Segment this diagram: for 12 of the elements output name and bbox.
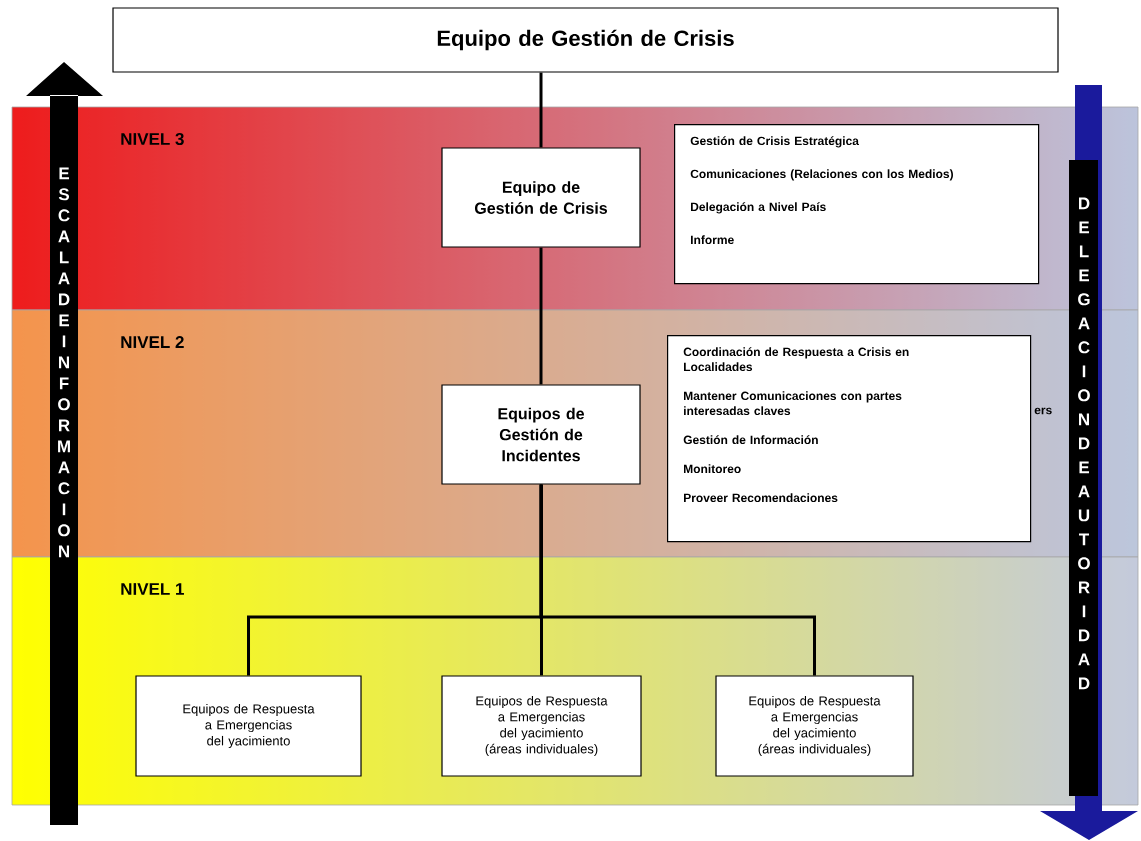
connector-line (539, 247, 543, 385)
connector-line (539, 484, 816, 676)
task-list-box: Gestión de Crisis Estratégica Comunicaciones (Relaciones con los Medios) Delegación a Nivel País Informe (674, 124, 1040, 285)
team-box: Equipos de Respuesta a Emergencias del yacimiento (áreas individuales) (715, 675, 914, 777)
partial-text: ers (1034, 407, 1052, 415)
team-box: Equipos de Gestión de Incidentes (441, 384, 641, 485)
task-list-box: Coordinación de Respuesta a Crisis en Localidades Mantener Comunicaciones con partes interesadas claves Gestión de Información Monitoreo Proveer Recomendaciones (667, 335, 1032, 543)
connector-line (539, 72, 543, 148)
team-box: Equipos de Respuesta a Emergencias del yacimiento (áreas individuales) (441, 675, 642, 777)
team-box: Equipo de Gestión de Crisis (441, 147, 641, 248)
title-box: Equipo de Gestión de Crisis (112, 7, 1059, 73)
team-box: Equipos de Respuesta a Emergencias del yacimiento (135, 675, 362, 777)
